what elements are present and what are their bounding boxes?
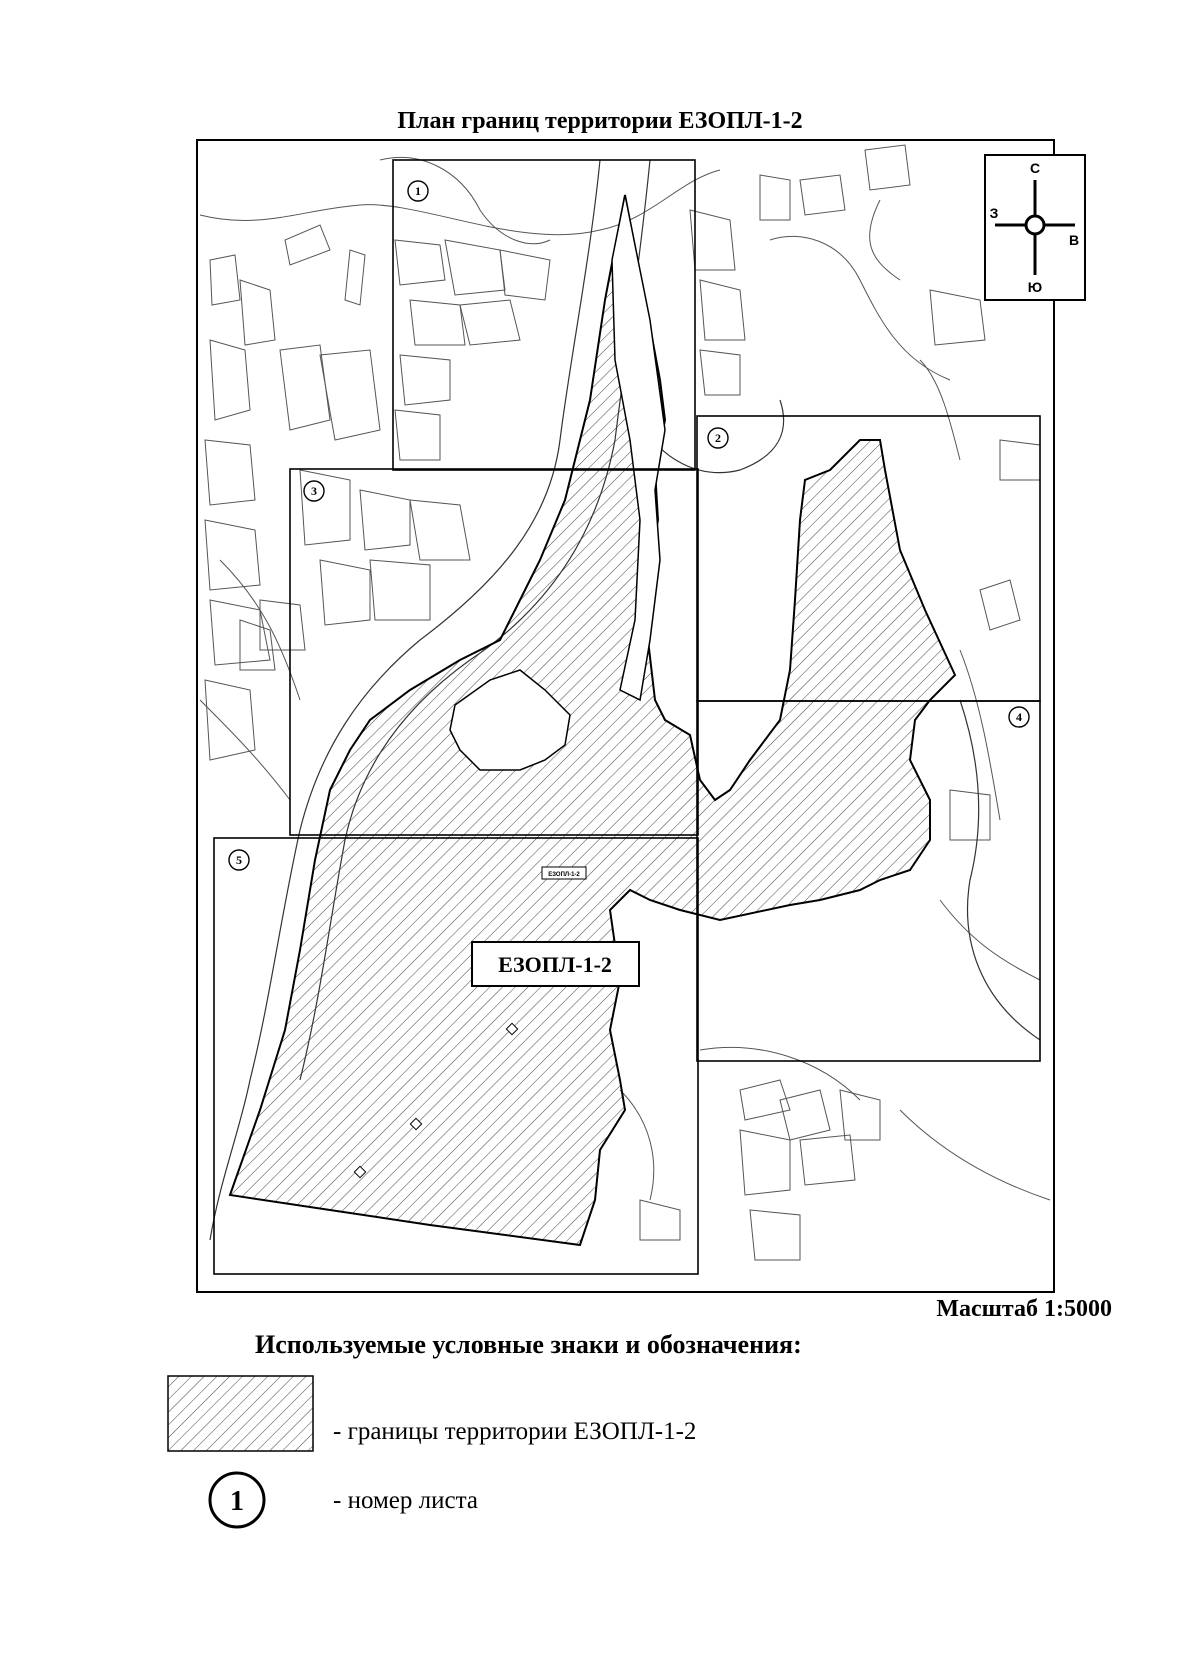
- territory-exclusion-road: [611, 194, 666, 702]
- map-scale: Масштаб 1:5000: [936, 1296, 1112, 1322]
- cadastral-background: [199, 144, 1051, 1261]
- sheet-frames: [213, 159, 1041, 1275]
- compass-rose: С Ю В З: [984, 154, 1086, 301]
- sheet-frame-3: [289, 468, 699, 836]
- zone-label-small: ЕЗОПЛ-1-2: [548, 872, 580, 878]
- sheet-number-4: 4: [1016, 710, 1022, 724]
- territory-exclusion: [449, 669, 571, 771]
- compass-north: С: [1030, 160, 1040, 176]
- zone-label: ЕЗОПЛ-1-2: [498, 952, 612, 977]
- compass-south: Ю: [1028, 279, 1042, 295]
- territory-area: [228, 194, 957, 1247]
- map-title: План границ территории ЕЗОПЛ-1-2: [397, 108, 803, 134]
- legend-sheet-circle: 1: [208, 1471, 266, 1529]
- legend-sheet-number: 1: [230, 1486, 244, 1517]
- legend-item-territory: - границы территории ЕЗОПЛ-1-2: [333, 1418, 697, 1445]
- legend-hatch-swatch: [167, 1375, 314, 1452]
- map-canvas: 1 2 3 4 5 ЕЗОПЛ-1-2 ЕЗОПЛ-1-2 С Ю В З: [196, 139, 1086, 1293]
- sheet-number-5: 5: [236, 853, 242, 867]
- sheet-frame-1: [392, 159, 696, 471]
- sheet-numbers: 1 2 3 4 5: [228, 180, 1030, 871]
- compass-west: З: [990, 205, 999, 221]
- compass-east: В: [1069, 232, 1079, 248]
- legend-item-sheet-number: - номер листа: [333, 1487, 478, 1514]
- map-frame: [196, 139, 1055, 1293]
- sheet-number-1: 1: [415, 184, 421, 198]
- sheet-number-3: 3: [311, 484, 317, 498]
- sheet-frame-5: [213, 837, 699, 1275]
- sheet-number-2: 2: [715, 431, 721, 445]
- legend-title: Используемые условные знаки и обозначени…: [255, 1330, 802, 1359]
- sheet-frame-4: [696, 700, 1041, 1062]
